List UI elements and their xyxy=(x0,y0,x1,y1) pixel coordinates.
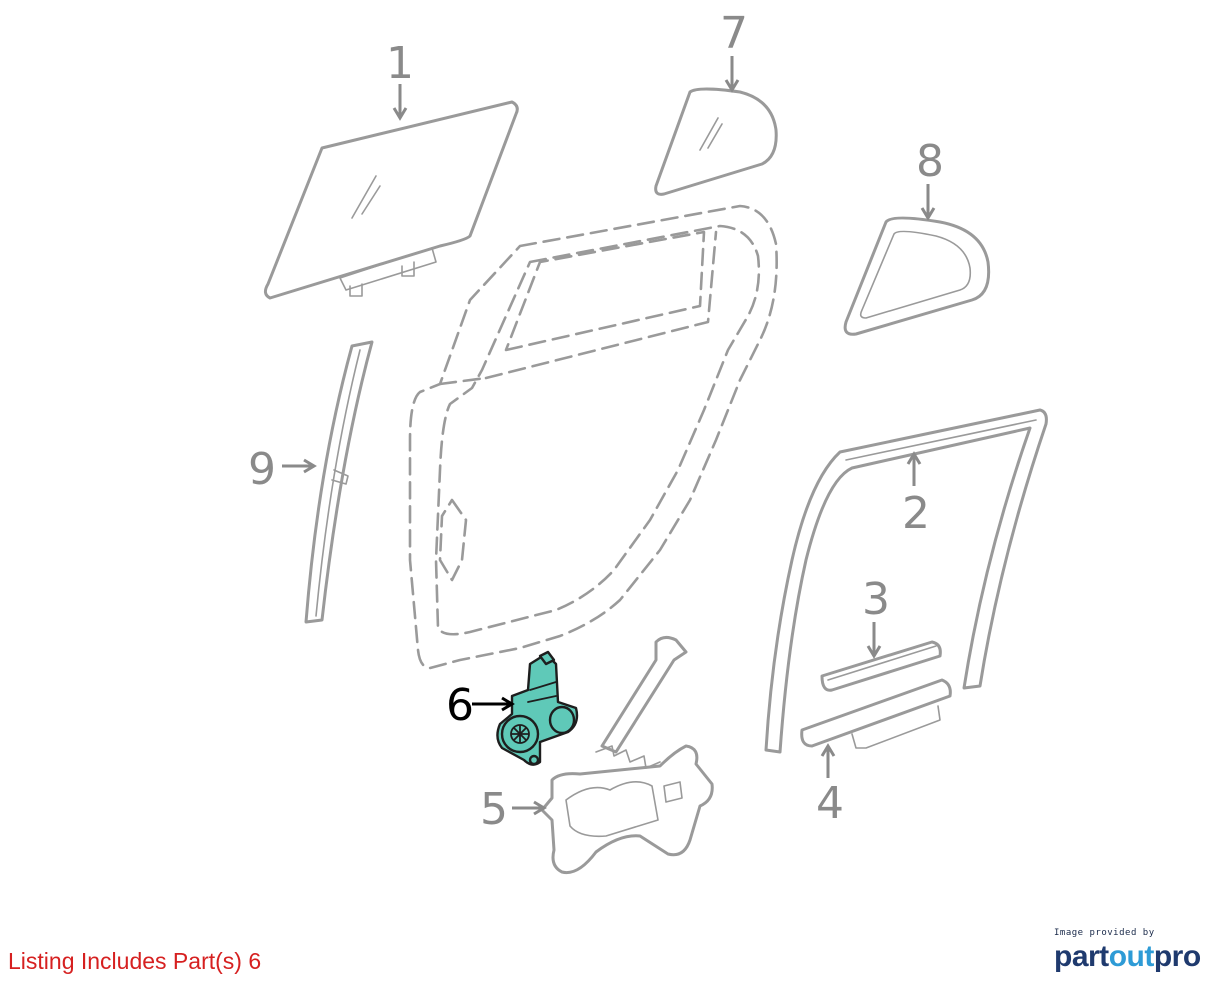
part-2-door-weatherstrip xyxy=(764,408,1048,754)
svg-text:6: 6 xyxy=(446,680,474,731)
door-phantom-outline xyxy=(408,204,778,670)
svg-text:4: 4 xyxy=(816,778,844,829)
callout-9: 9 xyxy=(248,444,317,495)
part-5-window-regulator xyxy=(540,635,714,875)
brand-part-3: pro xyxy=(1153,940,1201,973)
svg-text:7: 7 xyxy=(720,8,748,59)
provider-tagline: Image provided by xyxy=(1054,928,1155,938)
svg-text:2: 2 xyxy=(902,488,930,539)
svg-text:3: 3 xyxy=(862,574,890,625)
svg-text:9: 9 xyxy=(248,444,276,495)
part-9-run-channel xyxy=(304,340,374,624)
brand-part-2: out xyxy=(1108,940,1155,973)
callout-1: 1 xyxy=(386,38,414,121)
part-6-regulator-motor xyxy=(496,650,579,766)
part-3-belt-moulding xyxy=(820,640,942,692)
callout-7: 7 xyxy=(720,8,748,93)
callout-2: 2 xyxy=(902,451,930,539)
callout-8: 8 xyxy=(916,136,944,221)
part-4-belt-weatherstrip xyxy=(800,678,952,749)
listing-note: Listing Includes Part(s) 6 xyxy=(8,948,262,974)
callout-3: 3 xyxy=(862,574,890,659)
svg-text:8: 8 xyxy=(916,136,944,187)
callout-5: 5 xyxy=(480,784,547,835)
provider-logo: Image provided by partoutpro xyxy=(1054,928,1214,974)
callout-4: 4 xyxy=(816,743,844,829)
part-8-quarter-window xyxy=(843,216,991,336)
brand-wordmark: partoutpro xyxy=(1054,940,1214,974)
part-1-door-glass xyxy=(263,100,519,300)
svg-text:1: 1 xyxy=(386,38,414,89)
brand-part-1: part xyxy=(1054,940,1109,973)
callout-6: 6 xyxy=(446,680,515,731)
part-7-quarter-glass xyxy=(654,87,778,196)
svg-text:5: 5 xyxy=(480,784,508,835)
